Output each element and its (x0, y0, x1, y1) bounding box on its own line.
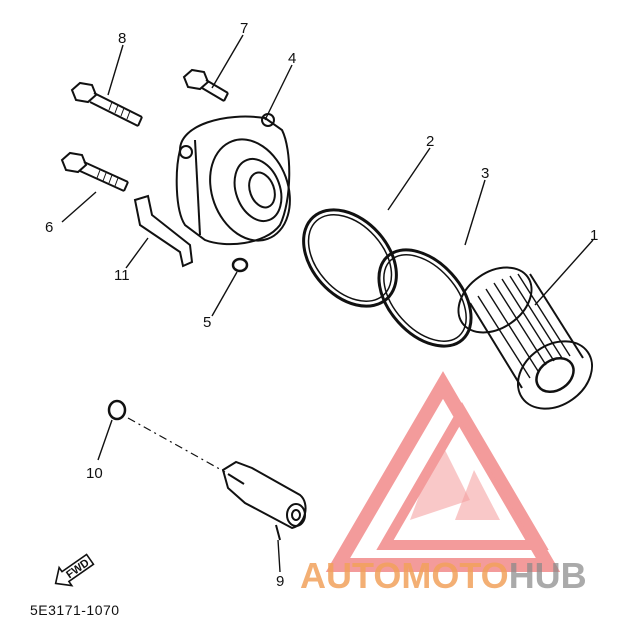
callout-6: 6 (45, 219, 53, 236)
callout-10: 10 (86, 465, 103, 482)
callout-5: 5 (203, 314, 211, 331)
callout-4: 4 (288, 50, 296, 67)
bracket (133, 194, 194, 268)
leader-lines (61, 34, 594, 573)
callout-labels: 1 2 3 4 5 6 7 8 9 10 11 (45, 20, 598, 590)
bolt-lower (60, 151, 129, 192)
bolt-long (70, 81, 143, 127)
filter-cover (175, 113, 291, 246)
svg-text:AUTOMOTOHUB: AUTOMOTOHUB (300, 555, 587, 596)
oil-filter-element (457, 266, 594, 410)
washer (107, 399, 127, 421)
part-code: 5E3171-1070 (30, 602, 120, 618)
o-ring-small (231, 257, 249, 273)
watermark-moto: MOTO (401, 555, 508, 596)
callout-9: 9 (276, 573, 284, 590)
callout-8: 8 (118, 30, 126, 47)
fwd-arrow: FWD (54, 553, 95, 587)
callout-7: 7 (240, 20, 248, 37)
callout-3: 3 (481, 165, 489, 182)
callout-2: 2 (426, 133, 434, 150)
bolt-short (182, 68, 229, 102)
watermark-hub: HUB (509, 555, 587, 596)
watermark-text: AUTOMOTOHUB (300, 555, 587, 596)
alignment-line (127, 417, 226, 473)
fwd-label: FWD (64, 557, 91, 581)
o-ring-second (377, 248, 473, 348)
watermark-logo (325, 371, 561, 572)
o-ring-large (302, 208, 398, 308)
pressure-switch (221, 460, 307, 541)
watermark-auto: AUTO (300, 555, 401, 596)
callout-11: 11 (114, 267, 130, 284)
callout-1: 1 (590, 227, 598, 244)
